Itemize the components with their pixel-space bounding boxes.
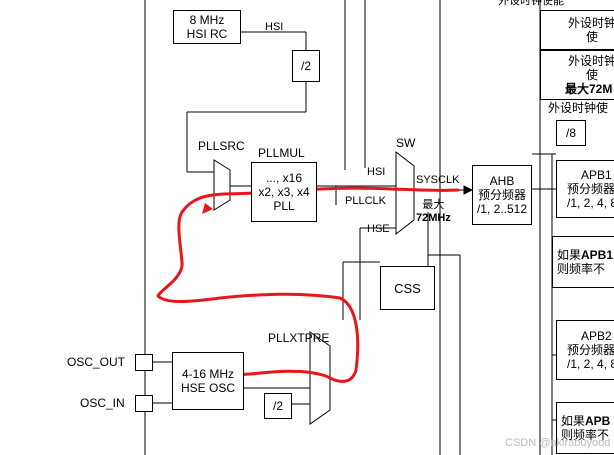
pllmul-label: PLLMUL: [258, 146, 305, 160]
periph-enable-box-1: 外设时钟使: [540, 10, 614, 50]
ahb-title: AHB: [489, 174, 515, 188]
css-block: CSS: [380, 266, 435, 310]
pll-mul-line1: ..., x16: [265, 171, 303, 185]
apb1-title: APB1: [581, 168, 612, 182]
pll-label: PLL: [273, 199, 295, 213]
ahb-range: /1, 2..512: [476, 202, 528, 216]
apb2-note-line1: 如果APB: [561, 414, 611, 428]
apb2-note-block: 如果APB 则频率不: [556, 402, 614, 454]
osc-in-label: OSC_IN: [80, 396, 125, 410]
apb2-desc: 预分频器: [567, 343, 614, 357]
osc-in-pin: [135, 395, 153, 412]
apb2-note-line2: 则频率不: [561, 428, 610, 442]
periph-enable-2: 外设时钟使: [567, 54, 614, 82]
hsi-rc-block: 8 MHz HSI RC: [173, 10, 241, 44]
div2-bottom-label: /2: [272, 399, 283, 413]
div2-bottom-block: /2: [264, 393, 292, 419]
top-partial-label: 外设时钟使能: [498, 0, 564, 7]
sw-input-hsi: HSI: [367, 166, 386, 178]
apb2-title: APB2: [581, 329, 612, 343]
pllxtpre-label: PLLXTPRE: [268, 331, 330, 345]
hsi-rc-name: HSI RC: [186, 27, 228, 41]
periph-enable-box-2: 外设时钟使 最大72M: [540, 50, 614, 100]
osc-out-pin: [135, 354, 153, 371]
sysclk-label: SYSCLK: [416, 174, 460, 186]
osc-out-label: OSC_OUT: [67, 355, 126, 369]
sw-input-hse: HSE: [367, 223, 390, 235]
apb1-desc: 预分频器: [567, 182, 614, 196]
watermark: CSDN @akirabuyood: [505, 437, 611, 449]
apb1-note-line2: 则频率不: [557, 262, 606, 276]
max-label-text: 最大: [422, 199, 445, 211]
ahb-desc: 预分频器: [477, 188, 526, 202]
max-72mhz-label: 最大 72MHz: [416, 199, 451, 225]
hse-osc-name: HSE OSC: [180, 381, 235, 395]
hse-osc-freq: 4-16 MHz: [181, 367, 234, 381]
periph-enable-3: 外设时钟使: [548, 101, 609, 115]
pll-mul-line2: x2, x3, x4: [258, 185, 310, 199]
apb1-note-line1: 如果APB1: [557, 248, 613, 262]
periph-enable-1: 外设时钟使: [567, 16, 614, 44]
div8-block: /8: [556, 120, 586, 146]
pll-block: ..., x16 x2, x3, x4 PLL: [251, 162, 317, 222]
max-72m-label: 最大72M: [565, 82, 613, 96]
css-label: CSS: [394, 280, 421, 296]
hsi-rc-freq: 8 MHz: [189, 13, 225, 27]
hse-osc-block: 4-16 MHz HSE OSC: [172, 352, 244, 410]
apb2-prescaler-block: APB2 预分频器 /1, 2, 4, 8: [556, 320, 614, 380]
apb1-note-block: 如果APB1 则频率不: [552, 236, 614, 288]
div2-top-label: /2: [300, 59, 311, 73]
max-label-value: 72MHz: [416, 212, 451, 224]
apb1-range: /1, 2, 4, 8: [567, 196, 614, 210]
apb2-range: /1, 2, 4, 8: [567, 357, 614, 371]
div8-label: /8: [565, 126, 576, 140]
apb1-prescaler-block: APB1 预分频器 /1, 2, 4, 8: [556, 160, 614, 218]
sw-input-pllclk: PLLCLK: [345, 195, 386, 207]
apb1-note-text-1: 如果APB1: [557, 248, 614, 262]
hsi-wire-label: HSI: [265, 21, 284, 33]
ahb-prescaler-block: AHB 预分频器 /1, 2..512: [472, 165, 532, 225]
pllsrc-label: PLLSRC: [198, 139, 245, 153]
sw-label: SW: [396, 136, 416, 150]
div2-top-block: /2: [292, 50, 320, 82]
